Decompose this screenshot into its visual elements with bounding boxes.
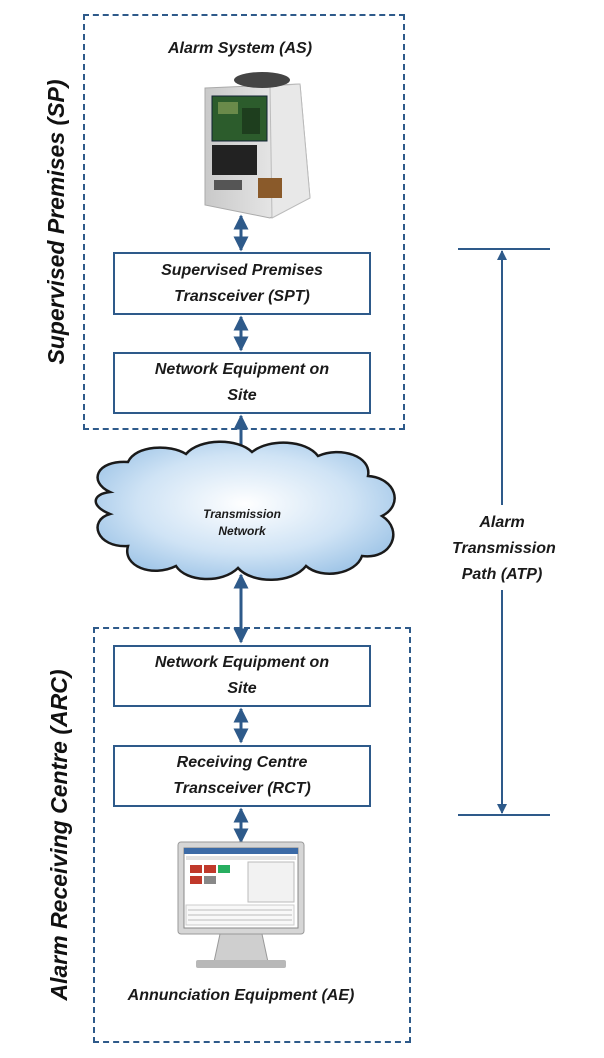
rct-line-2: Transceiver (RCT) — [173, 780, 311, 797]
arc-network-equipment-box: Network Equipment on Site — [113, 645, 371, 707]
transmission-network-cloud — [94, 440, 396, 581]
atp-label: Alarm Transmission Path (ATP) — [452, 510, 556, 588]
alarm-receiving-centre-container — [93, 627, 411, 1043]
spt-line-2: Transceiver (SPT) — [174, 287, 310, 305]
atp-label-line-3: Path (ATP) — [461, 566, 543, 583]
network-label-line-2: Network — [218, 524, 266, 538]
arc-ne-line-2: Site — [227, 680, 257, 697]
rct-line-1: Receiving Centre — [176, 754, 308, 771]
transmission-network-label: Transmission Network — [160, 506, 324, 540]
alarm-panel-image — [204, 72, 311, 219]
sp-ne-line-2: Site — [227, 387, 257, 404]
annunciation-equipment-label: Annunciation Equipment (AE) — [127, 987, 355, 1004]
atp-label-line-1: Alarm — [479, 514, 525, 531]
atp-bracket — [458, 248, 550, 816]
sp-ne-line-1: Network Equipment on — [154, 361, 330, 378]
sp-network-equipment-box: Network Equipment on Site — [113, 352, 371, 414]
spt-line-1: Supervised Premises — [161, 261, 323, 279]
network-label-line-1: Transmission — [203, 507, 281, 521]
alarm-system-label: Alarm System (AS) — [167, 40, 313, 57]
atp-label-line-2: Transmission — [452, 540, 556, 557]
arc-ne-line-1: Network Equipment on — [154, 654, 330, 671]
monitor-image — [177, 841, 305, 968]
spt-box: Supervised Premises Transceiver (SPT) — [113, 252, 371, 315]
rct-box: Receiving Centre Transceiver (RCT) — [113, 745, 371, 807]
